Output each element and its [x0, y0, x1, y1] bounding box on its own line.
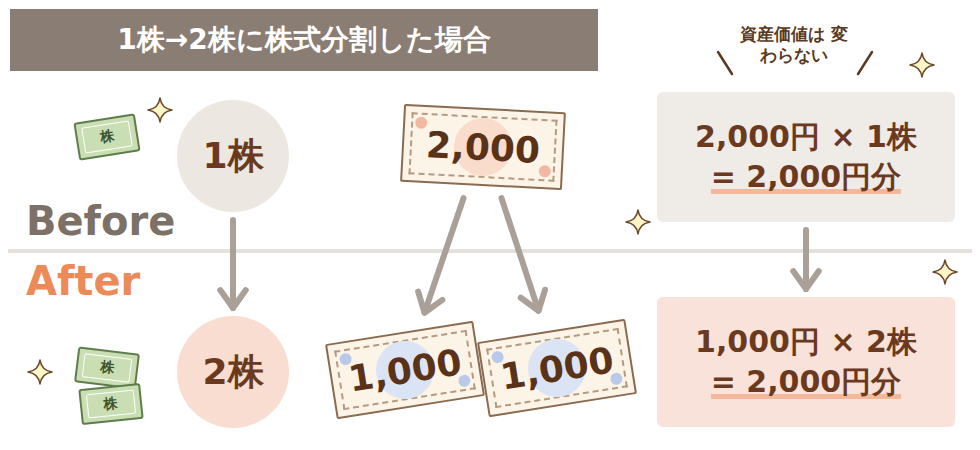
arrow-shaft [425, 198, 464, 313]
node-text: 株 [99, 127, 116, 147]
arrow-head [793, 271, 819, 289]
share-circle: 1株 [177, 100, 289, 212]
node-text: 1,000円 × 2株 [695, 322, 917, 363]
connector-arrow [418, 198, 463, 313]
divider-line [8, 249, 972, 253]
connector-arrow [220, 220, 246, 308]
node-text: 株 [103, 394, 119, 413]
banknote: 1,000 [477, 319, 637, 418]
arrow-shaft [230, 220, 236, 308]
banknote: 2,000 [400, 104, 566, 190]
sparkle [910, 53, 934, 77]
node-text: 1株 [202, 132, 263, 181]
arrow-head [521, 290, 545, 311]
arrow-shaft [803, 230, 809, 289]
node-text: 1,000 [498, 339, 617, 397]
node-text: 2,000 [425, 124, 541, 171]
banknote-dot [539, 165, 552, 178]
connector-arrow [502, 198, 546, 311]
node-text: 1,000 [346, 341, 465, 399]
banknote-dot [415, 116, 428, 129]
sparkle [626, 210, 650, 234]
callout-stroke [858, 52, 872, 74]
title-text: 1株→2株に株式分割した場合 [117, 21, 490, 59]
sparkle [148, 98, 172, 122]
arrow-head [418, 292, 442, 313]
sparkle [28, 360, 52, 384]
node-text: 2株 [202, 348, 263, 397]
value-box: 1,000円 × 2株= 2,000円分 [657, 297, 955, 427]
callout-note: 資産価値は 変わらない [738, 24, 850, 67]
sparkle [933, 260, 957, 284]
arrow-head [220, 290, 246, 308]
callout-stroke [718, 52, 732, 74]
value-box: 2,000円 × 1株= 2,000円分 [657, 92, 955, 222]
after-label: After [26, 258, 140, 304]
stock-ticket: 株 [78, 383, 143, 425]
share-circle: 2株 [177, 316, 289, 428]
connector-arrow [793, 230, 819, 289]
node-text: 株 [99, 358, 115, 378]
before-label: Before [26, 198, 175, 244]
node-text: = 2,000円分 [711, 362, 901, 403]
node-text: = 2,000円分 [711, 157, 901, 198]
arrow-shaft [502, 198, 539, 311]
stock-ticket: 株 [73, 113, 140, 160]
title-band: 1株→2株に株式分割した場合 [10, 9, 598, 71]
banknote: 1,000 [325, 321, 485, 420]
node-text: 2,000円 × 1株 [695, 117, 917, 158]
